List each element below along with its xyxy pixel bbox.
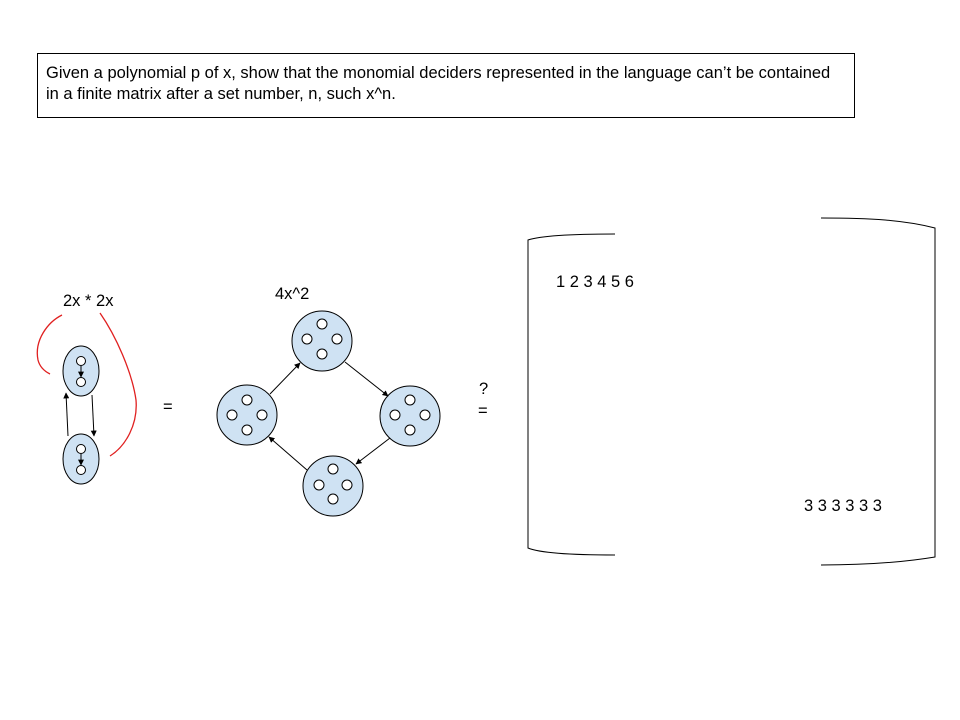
node-top [291, 310, 353, 372]
left-node-top [62, 345, 100, 397]
left-arrow-up [63, 392, 70, 437]
prompt-text: Given a polynomial p of x, show that the… [46, 64, 831, 103]
left-arrow-down [90, 394, 97, 437]
equals-sign: = [163, 398, 173, 416]
matrix-top-row: 1 2 3 4 5 6 [556, 273, 634, 291]
prompt-textbox: Given a polynomial p of x, show that the… [37, 53, 855, 118]
matrix-left-bracket [527, 233, 616, 556]
left-expression-label: 2x * 2x [63, 292, 114, 310]
arrow-top-to-right [344, 361, 389, 397]
arrow-left-to-top [269, 362, 301, 395]
question-mark: ? [479, 380, 489, 398]
red-annotation-right [99, 312, 137, 457]
node-left [216, 384, 278, 446]
matrix-right-bracket [820, 217, 936, 566]
arrow-right-to-bottom [355, 437, 391, 465]
left-node-bottom [62, 433, 100, 485]
node-bottom [302, 455, 364, 517]
matrix-bottom-row: 3 3 3 3 3 3 [804, 497, 882, 515]
arrow-bottom-to-left [268, 436, 308, 471]
node-right [379, 385, 441, 447]
right-expression-label: 4x^2 [275, 285, 310, 303]
equals-sign-question: = [478, 402, 488, 420]
red-annotation-left [36, 314, 63, 375]
